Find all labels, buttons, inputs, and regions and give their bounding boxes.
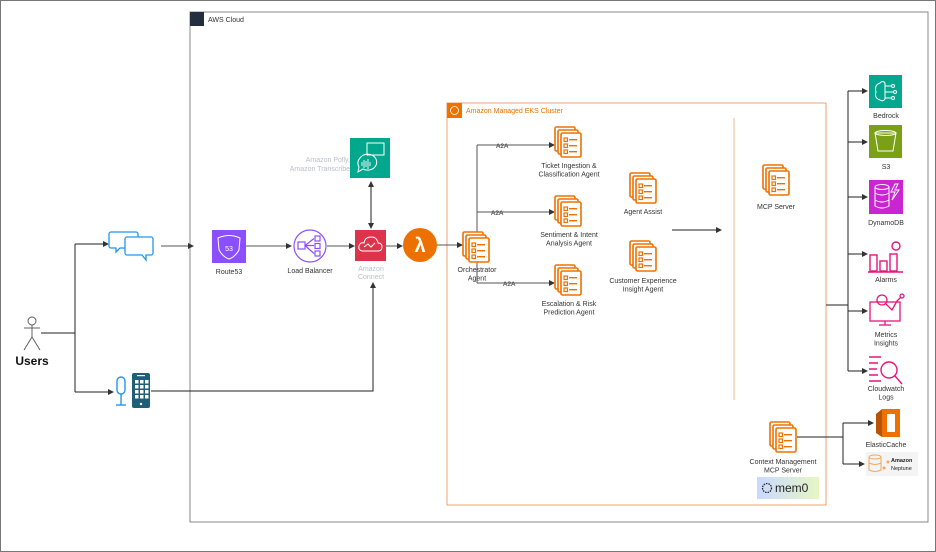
agent-label: Agent: [468, 276, 486, 283]
mcp-fanout-trunk: [826, 91, 849, 371]
mem0-badge: mem0: [757, 477, 819, 499]
microphone-icon: [116, 376, 126, 406]
metrics-insights-icon: [869, 293, 905, 326]
route53-icon: 53: [212, 230, 246, 263]
agent-ticket: Ticket Ingestion & Classification Agent: [538, 126, 600, 179]
route53-label: Route53: [216, 269, 243, 276]
agent-icon: [462, 231, 490, 263]
a2a-label-2: A2A: [491, 210, 504, 217]
agent-assist: Agent Assist: [624, 172, 663, 216]
alarms-label: Alarms: [875, 277, 897, 284]
neptune-icon: [866, 452, 918, 476]
aws-cloud-group: AWS Cloud: [189, 11, 929, 523]
lambda-glyph: λ: [414, 235, 425, 257]
cloudwatch-label: Cloudwatch: [868, 386, 905, 393]
eks-cluster-label: Amazon Managed EKS Cluster: [466, 108, 564, 115]
users-label: Users: [15, 354, 49, 368]
agent-icon: [769, 421, 797, 453]
route53-badge: 53: [225, 246, 233, 253]
alarms-icon: [868, 241, 903, 273]
s3-label: S3: [882, 164, 891, 171]
agent-label: Analysis Agent: [546, 241, 592, 248]
agent-icon: [554, 264, 582, 296]
aws-logo-icon: [190, 12, 204, 26]
aws-cloud-label: AWS Cloud: [208, 17, 244, 24]
eks-cluster-group: Amazon Managed EKS Cluster: [446, 102, 827, 506]
bedrock-icon: [869, 75, 902, 108]
agent-label: Customer Experience: [609, 278, 676, 285]
mem0-logo-icon: [761, 482, 773, 494]
mem0-label: mem0: [775, 481, 809, 495]
agent-label: Ticket Ingestion &: [541, 163, 597, 170]
neptune-label-1: Amazon: [891, 458, 913, 464]
edge-phone-connect: [151, 282, 376, 392]
load-balancer-icon: [293, 229, 327, 263]
agent-icon: [629, 172, 657, 204]
agent-label: Orchestrator: [458, 267, 498, 274]
eks-icon: [447, 103, 462, 118]
phone-icon: [132, 373, 150, 408]
amazon-connect-label-2: Connect: [358, 274, 384, 281]
agent-mcp: MCP Server: [757, 164, 796, 211]
polly-label-1: Amazon Polly,: [306, 157, 350, 164]
a2a-label-3: A2A: [503, 281, 516, 288]
agent-label: Prediction Agent: [544, 310, 595, 317]
elasticache-icon: [876, 409, 900, 437]
chat-icon: [108, 231, 154, 262]
load-balancer-label: Load Balancer: [287, 268, 333, 275]
context-mcp-trunk: [797, 423, 844, 464]
agent-label: Insight Agent: [623, 287, 664, 294]
agent-icon: [554, 126, 582, 158]
agent-label: Escalation & Risk: [542, 301, 597, 308]
metrics-label: Insights: [874, 341, 899, 348]
agent-label: Agent Assist: [624, 209, 663, 216]
neptune-label-2: Neptune: [891, 466, 912, 472]
agent-label: MCP Server: [757, 204, 796, 211]
a2a-label-1: A2A: [496, 143, 509, 150]
metrics-label: Metrics: [875, 332, 898, 339]
bedrock-label: Bedrock: [873, 113, 899, 120]
agent-label: Context Management: [750, 459, 817, 466]
agent-icon: [762, 164, 790, 196]
agent-label: MCP Server: [764, 468, 803, 475]
users-actor: [23, 316, 41, 351]
agent-label: Classification Agent: [538, 172, 599, 179]
agent-icon: [629, 240, 657, 272]
agent-icon: [554, 195, 582, 227]
polly-label-2: Amazon Transcribe: [290, 166, 350, 173]
s3-icon: [869, 125, 902, 158]
cloudwatch-label: Logs: [878, 395, 894, 402]
dynamodb-label: DynamoDB: [868, 220, 904, 227]
amazon-connect-label-1: Amazon: [358, 266, 384, 273]
polly-transcribe-icon: [350, 138, 390, 178]
dynamodb-icon: [869, 180, 903, 214]
amazon-connect-icon: [355, 230, 386, 261]
cloudwatch-logs-icon: [869, 356, 903, 385]
users-connector: [41, 244, 76, 392]
lambda-icon: λ: [403, 228, 437, 262]
elasticache-label: ElasticCache: [866, 442, 907, 449]
agent-label: Sentiment & Intent: [540, 232, 598, 239]
